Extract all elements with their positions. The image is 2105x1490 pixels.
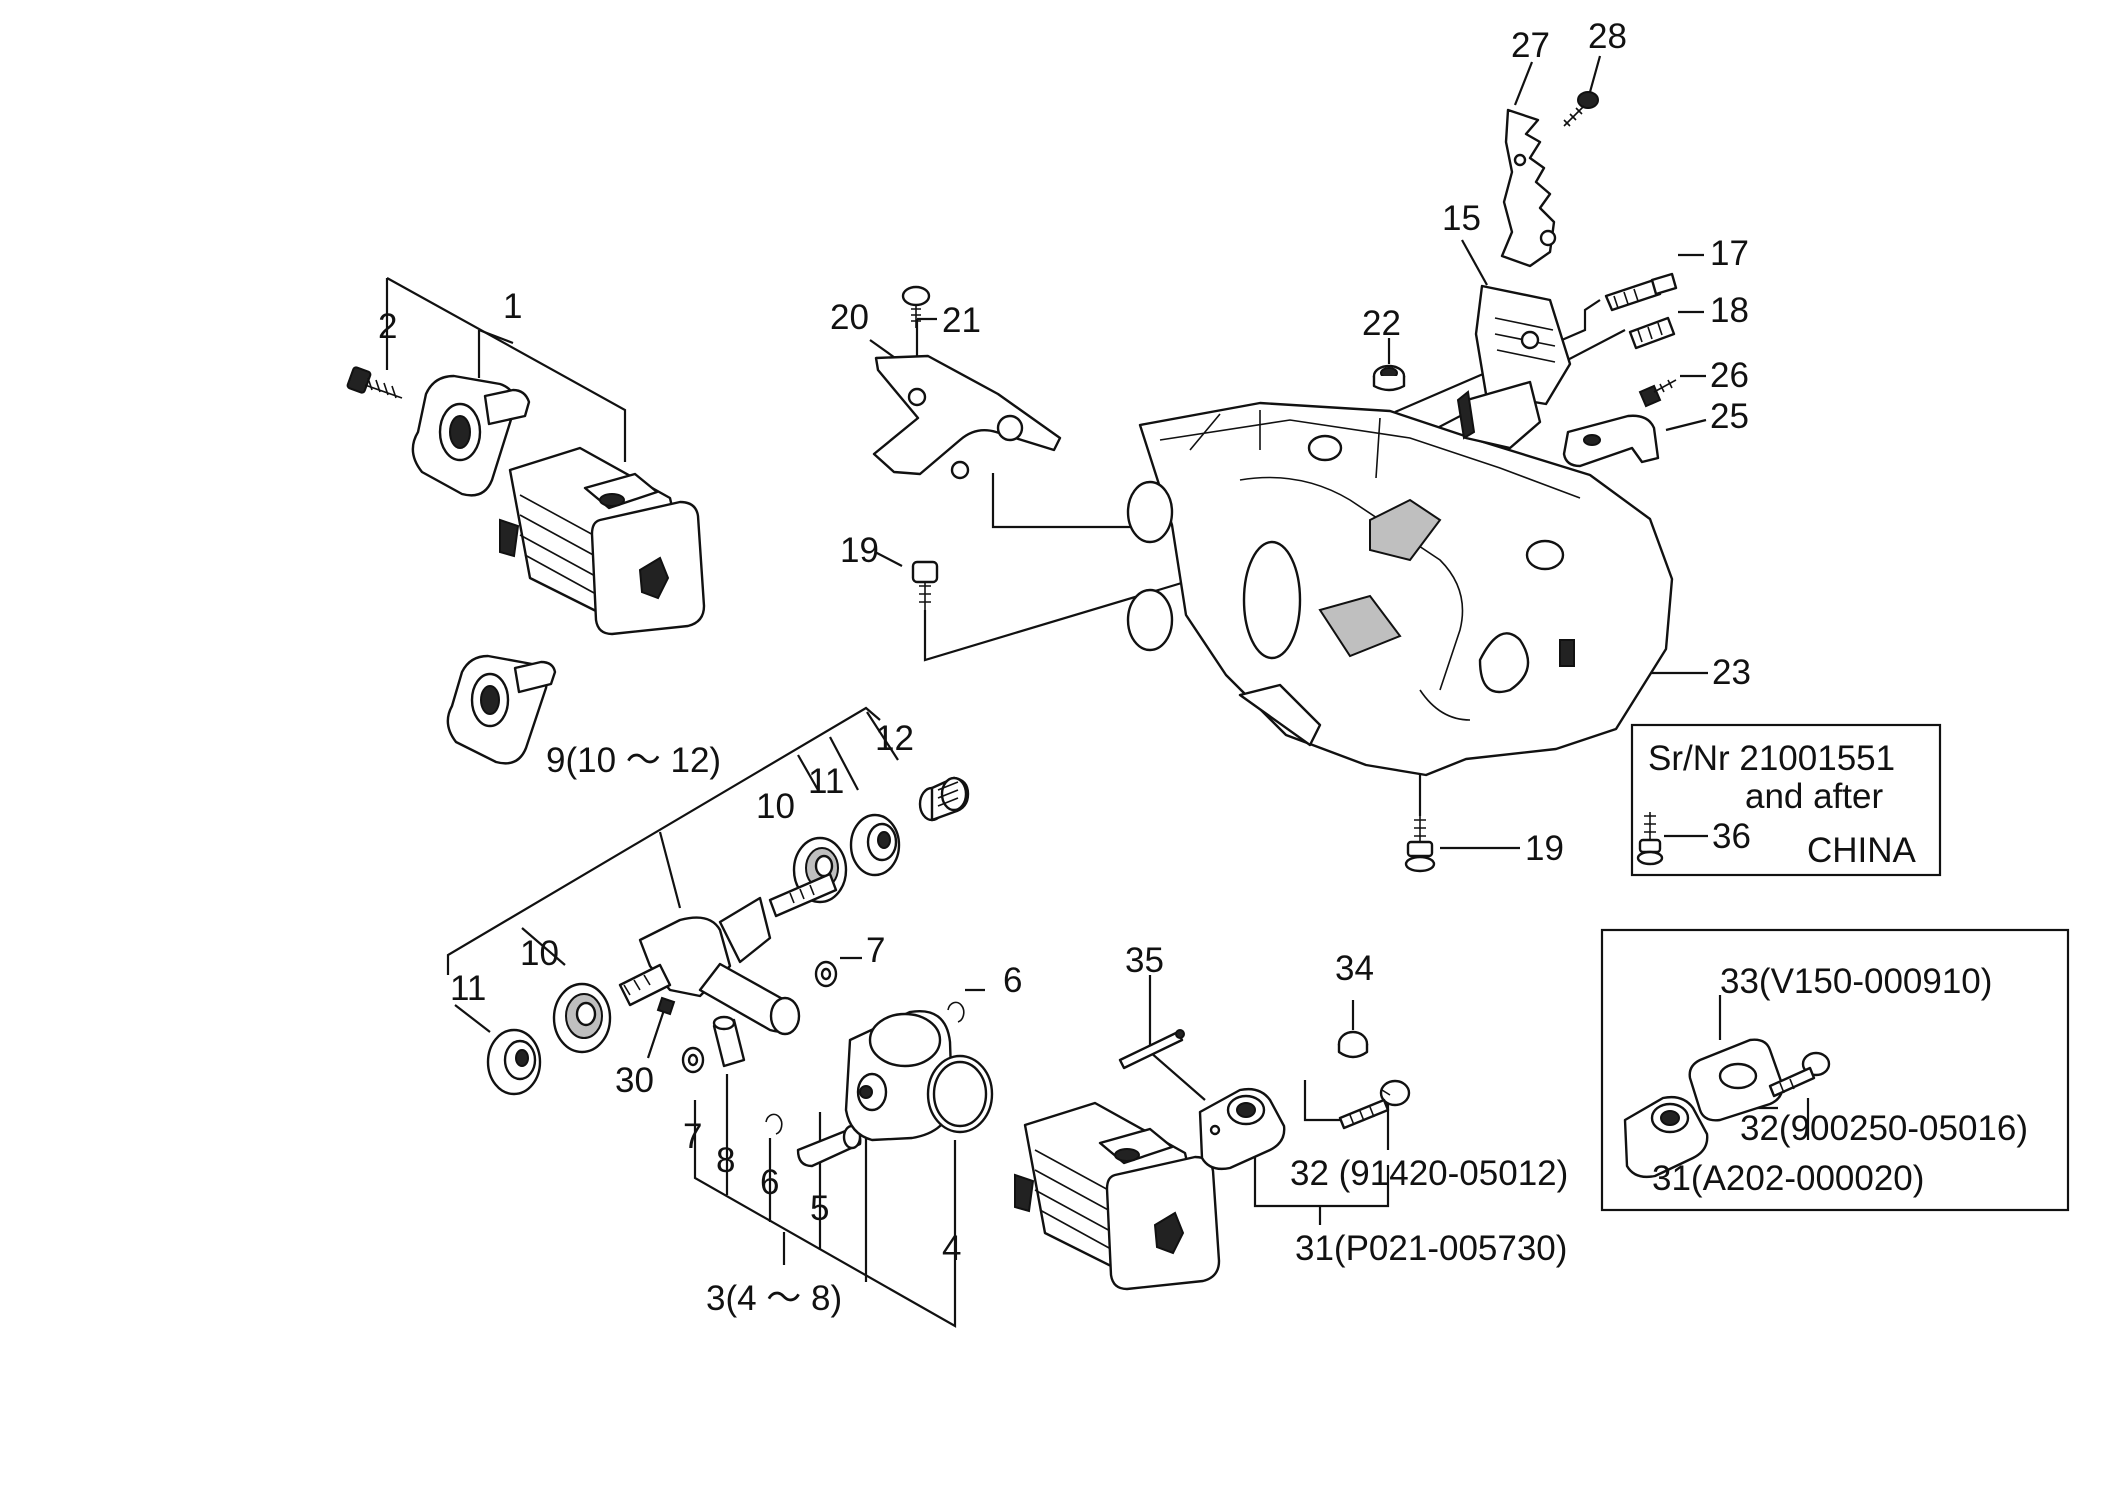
- seal-11-lower-drawing: [486, 1028, 542, 1096]
- circlip-6-upper-drawing: [947, 1001, 965, 1023]
- adjuster-25-drawing: [1562, 414, 1660, 468]
- callout-9: 9(10 ～ 12): [546, 741, 721, 780]
- screw-26-drawing: [1638, 379, 1677, 408]
- cap-34-drawing: [1337, 1030, 1369, 1059]
- callout-11-upper: 11: [808, 762, 844, 801]
- plate-15-drawing: [1456, 284, 1572, 450]
- callout-10-upper: 10: [756, 787, 795, 826]
- part-drawings: [346, 91, 1831, 1291]
- serial-line-2: and after: [1745, 777, 1883, 816]
- leader-lines: [385, 55, 1810, 1328]
- serial-note: Sr/Nr 21001551 and after 36 CHINA: [1648, 739, 1917, 870]
- callout-27: 27: [1511, 26, 1550, 65]
- callout-21: 21: [942, 301, 981, 340]
- variant-box: [1600, 928, 2070, 1212]
- pin-5-drawing: [796, 1124, 862, 1168]
- callout-26: 26: [1710, 356, 1749, 395]
- bolt-2-drawing: [346, 366, 403, 399]
- callout-19-upper: 19: [840, 531, 879, 570]
- callout-11-lower: 11: [450, 969, 486, 1008]
- circlip-6-lower-drawing: [765, 1113, 783, 1135]
- callout-8: 8: [716, 1141, 735, 1180]
- bolt-18-drawing: [1628, 316, 1676, 350]
- callout-labels: 1 2 20 21 19 22 15 27 28 17 18 26 25 23 …: [378, 17, 1751, 1318]
- callout-6-upper: 6: [1003, 961, 1022, 1000]
- callout-1: 1: [503, 287, 522, 326]
- callout-5: 5: [810, 1189, 829, 1228]
- screw-21-drawing: [901, 285, 931, 328]
- callout-6-lower: 6: [760, 1163, 779, 1202]
- callout-12: 12: [875, 719, 914, 758]
- bearing-10-lower-drawing: [552, 982, 612, 1054]
- cover-20-drawing: [872, 354, 1062, 480]
- plug-22-drawing: [1372, 364, 1406, 392]
- pin-35-drawing: [1118, 1029, 1185, 1070]
- serial-part-36: 36: [1712, 817, 1751, 856]
- callout-2: 2: [378, 307, 397, 346]
- seal-12-drawing: [918, 776, 970, 822]
- variant-labels: 33(V150-000910) 32(900250-05016) 31(A202…: [1652, 962, 2028, 1198]
- callout-23: 23: [1712, 653, 1751, 692]
- callout-3: 3(4 ～ 8): [706, 1279, 842, 1318]
- callout-4: 4: [942, 1229, 961, 1268]
- cylinder-lower-drawing: [1014, 1101, 1221, 1291]
- callout-34: 34: [1335, 949, 1374, 988]
- seal-11-upper-drawing: [849, 813, 901, 877]
- callout-10-lower: 10: [520, 934, 559, 973]
- washer-7-lower-drawing: [681, 1046, 705, 1074]
- cylinder-upper-drawing: [499, 446, 706, 636]
- bolt-19-upper-drawing: [911, 560, 939, 612]
- screw-28-drawing: [1563, 91, 1599, 127]
- callout-28: 28: [1588, 17, 1627, 56]
- variant-screw-32-drawing: [1768, 1051, 1831, 1098]
- callout-31: 31(P021-005730): [1295, 1229, 1567, 1268]
- manifold-upper-drawing: [411, 374, 531, 497]
- manifold-lower-drawing: [446, 654, 557, 765]
- serial-note-box: [1630, 723, 1942, 877]
- callout-15: 15: [1442, 199, 1481, 238]
- callout-30: 30: [615, 1061, 654, 1100]
- variant-adapter-31-drawing: [1623, 1095, 1709, 1179]
- bearing-8-drawing: [712, 1015, 746, 1068]
- variant-callout-32: 32(900250-05016): [1740, 1109, 2028, 1148]
- callout-19-lower: 19: [1525, 829, 1564, 868]
- serial-line-1: Sr/Nr 21001551: [1648, 739, 1895, 778]
- variant-callout-33: 33(V150-000910): [1720, 962, 1992, 1001]
- callout-7-lower: 7: [683, 1117, 702, 1156]
- callout-20: 20: [830, 298, 869, 337]
- callout-7-upper: 7: [866, 931, 885, 970]
- bolt-19-lower-drawing: [1404, 816, 1436, 873]
- piston-drawing: [844, 1009, 954, 1142]
- stud-17-drawing: [1604, 272, 1678, 312]
- callout-32: 32 (91420-05012): [1290, 1154, 1568, 1193]
- callout-17: 17: [1710, 234, 1749, 273]
- variant-callout-31: 31(A202-000020): [1652, 1159, 1924, 1198]
- adapter-31-drawing: [1198, 1087, 1286, 1171]
- crankcase-23-drawing: [1126, 401, 1674, 777]
- callout-18: 18: [1710, 291, 1749, 330]
- ring-4-drawing: [926, 1054, 994, 1134]
- callout-25: 25: [1710, 397, 1749, 436]
- variant-gasket-33-drawing: [1688, 1038, 1784, 1122]
- screw-32-drawing: [1338, 1079, 1411, 1130]
- callout-22: 22: [1362, 304, 1401, 343]
- spike-27-drawing: [1500, 108, 1557, 268]
- washer-7-upper-drawing: [814, 960, 838, 988]
- crankshaft-9-drawing: [618, 872, 838, 1036]
- key-30-drawing: [656, 996, 676, 1016]
- serial-country: CHINA: [1807, 831, 1917, 870]
- callout-35: 35: [1125, 941, 1164, 980]
- bolt-36-drawing: [1636, 812, 1664, 866]
